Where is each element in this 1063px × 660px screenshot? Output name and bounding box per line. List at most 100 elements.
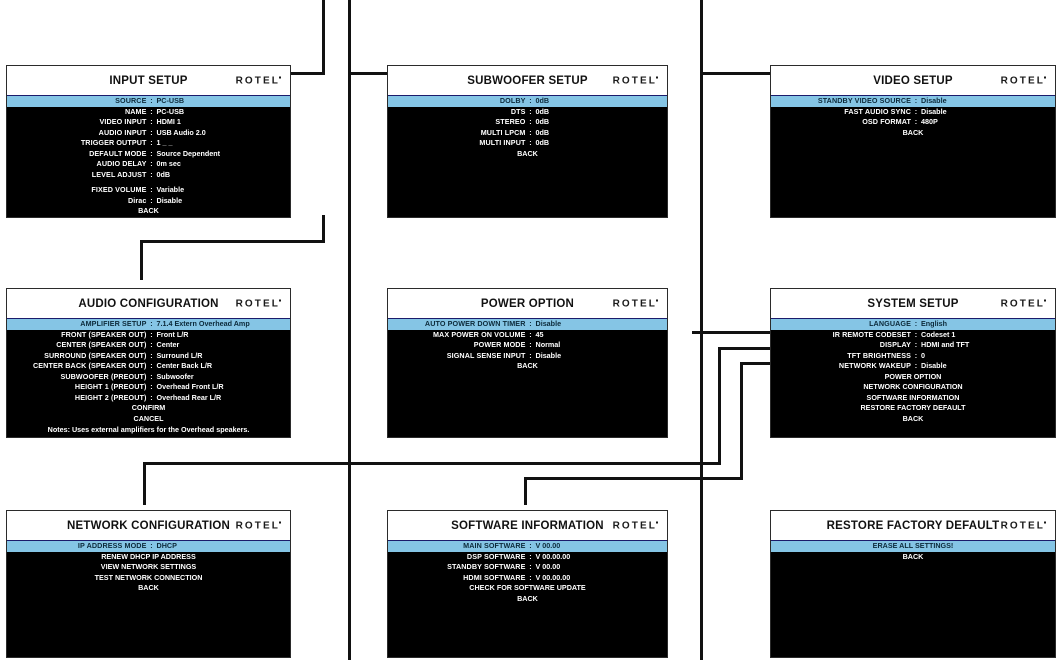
menu-item-setting[interactable]: LEVEL ADJUST:0dB (7, 170, 290, 181)
menu-item-action[interactable]: CONFIRM (7, 403, 290, 414)
menu-item-label: MAIN SOFTWARE (463, 541, 526, 550)
menu-item-setting[interactable]: FAST AUDIO SYNC:Disable (771, 107, 1055, 118)
menu-item-action[interactable]: BACK (771, 552, 1055, 563)
menu-item-setting[interactable]: DEFAULT MODE:Source Dependent (7, 149, 290, 160)
menu-item-setting[interactable]: HDMI SOFTWARE:V 00.00.00 (388, 573, 667, 584)
menu-item-label: NETWORK CONFIGURATION (863, 382, 963, 391)
menu-item-setting[interactable]: HEIGHT 2 (PREOUT):Overhead Rear L/R (7, 393, 290, 404)
menu-item-action[interactable]: BACK (771, 128, 1055, 139)
menu-item-label: RESTORE FACTORY DEFAULT (860, 403, 966, 412)
menu-item-label: FAST AUDIO SYNC (844, 106, 911, 116)
menu-item-value: 45 (535, 329, 544, 339)
menu-item-value: English (921, 319, 947, 328)
menu-item-action[interactable]: NETWORK CONFIGURATION (771, 382, 1055, 393)
menu-item-setting[interactable]: MULTI LPCM:0dB (388, 128, 667, 139)
menu-item-setting[interactable]: IP ADDRESS MODE:DHCP (7, 541, 290, 552)
menu-item-value: USB Audio 2.0 (156, 127, 206, 137)
menu-item-separator: : (529, 106, 532, 116)
menu-item-setting[interactable]: MAX POWER ON VOLUME:45 (388, 330, 667, 341)
menu-item-setting[interactable]: POWER MODE:Normal (388, 340, 667, 351)
menu-item-setting[interactable]: TFT BRIGHTNESS:0 (771, 351, 1055, 362)
menu-item-separator: : (914, 329, 918, 339)
menu-item-setting[interactable]: FRONT (SPEAKER OUT):Front L/R (7, 330, 290, 341)
menu-item-setting[interactable]: Dirac:Disable (7, 196, 290, 207)
menu-item-label: BACK (517, 361, 538, 370)
menu-item-separator: : (150, 117, 153, 126)
menu-item-action[interactable]: CHECK FOR SOFTWARE UPDATE (388, 583, 667, 594)
menu-item-action[interactable]: TEST NETWORK CONNECTION (7, 573, 290, 584)
menu-item-separator: : (914, 96, 918, 105)
menu-item-setting[interactable]: SURROUND (SPEAKER OUT):Surround L/R (7, 351, 290, 362)
menu-item-setting[interactable]: MULTI INPUT:0dB (388, 138, 667, 149)
menu-item-action[interactable]: BACK (388, 149, 667, 160)
panel-body: ERASE ALL SETTINGS!BACK (771, 541, 1055, 657)
menu-item-action[interactable]: ERASE ALL SETTINGS! (771, 541, 1055, 552)
menu-item-separator: : (150, 127, 153, 137)
menu-item-action[interactable]: BACK (771, 414, 1055, 425)
menu-item-separator: : (150, 361, 153, 370)
menu-item-setting[interactable]: DSP SOFTWARE:V 00.00.00 (388, 552, 667, 563)
menu-item-setting[interactable]: AUDIO DELAY:0m sec (7, 159, 290, 170)
menu-item-setting[interactable]: TRIGGER OUTPUT:1 _ _ (7, 138, 290, 149)
menu-item-setting[interactable]: CENTER BACK (SPEAKER OUT):Center Back L/… (7, 361, 290, 372)
menu-item-setting[interactable]: STANDBY SOFTWARE:V 00.00 (388, 562, 667, 573)
menu-item-separator: : (150, 541, 153, 550)
menu-item-setting[interactable]: STANDBY VIDEO SOURCE:Disable (771, 96, 1055, 107)
menu-item-action[interactable]: BACK (7, 206, 290, 217)
menu-item-value: PC-USB (156, 106, 185, 116)
menu-item-action[interactable]: BACK (388, 594, 667, 605)
connector-line (524, 477, 527, 505)
menu-item-setting[interactable]: SOURCE:PC-USB (7, 96, 290, 107)
menu-item-action[interactable]: RENEW DHCP IP ADDRESS (7, 552, 290, 563)
menu-item-action[interactable]: BACK (7, 583, 290, 594)
menu-item-setting[interactable]: AUTO POWER DOWN TIMER:Disable (388, 319, 667, 330)
menu-item-separator: : (529, 96, 532, 105)
menu-item-setting[interactable]: DOLBY:0dB (388, 96, 667, 107)
menu-item-action[interactable]: SOFTWARE INFORMATION (771, 393, 1055, 404)
menu-item-setting[interactable]: SIGNAL SENSE INPUT:Disable (388, 351, 667, 362)
menu-item-setting[interactable]: AUDIO INPUT:USB Audio 2.0 (7, 128, 290, 139)
menu-item-value: Disable (535, 350, 562, 360)
connector-line (692, 331, 776, 334)
menu-item-separator: : (150, 148, 153, 158)
panel-title: SYSTEM SETUP (867, 297, 959, 310)
menu-item-label: FRONT (SPEAKER OUT) (61, 329, 147, 339)
menu-item-label: IR REMOTE CODESET (832, 329, 911, 339)
menu-item-label: MULTI INPUT (479, 138, 526, 147)
rotel-logo: ROTEL (1000, 75, 1045, 86)
menu-item-value: Disable (535, 319, 562, 328)
menu-item-setting[interactable]: MAIN SOFTWARE:V 00.00 (388, 541, 667, 552)
menu-item-setting[interactable]: NETWORK WAKEUP:Disable (771, 361, 1055, 372)
menu-item-action[interactable]: BACK (388, 361, 667, 372)
menu-item-setting[interactable]: VIDEO INPUT:HDMI 1 (7, 117, 290, 128)
menu-item-setting[interactable]: CENTER (SPEAKER OUT):Center (7, 340, 290, 351)
menu-item-action[interactable]: VIEW NETWORK SETTINGS (7, 562, 290, 573)
menu-item-setting[interactable]: STEREO:0dB (388, 117, 667, 128)
menu-item-action[interactable]: RESTORE FACTORY DEFAULT (771, 403, 1055, 414)
rotel-logo: ROTEL (612, 520, 657, 531)
menu-item-label: CONFIRM (131, 403, 166, 412)
menu-item-setting[interactable]: DTS:0dB (388, 107, 667, 118)
menu-item-separator: : (150, 138, 153, 147)
menu-item-setting[interactable]: FIXED VOLUME:Variable (7, 185, 290, 196)
menu-item-action[interactable]: POWER OPTION (771, 372, 1055, 383)
menu-item-setting[interactable]: SUBWOOFER (PREOUT):Subwoofer (7, 372, 290, 383)
menu-item-label: SUBWOOFER (PREOUT) (60, 371, 147, 381)
menu-item-setting[interactable]: OSD FORMAT:480P (771, 117, 1055, 128)
menu-item-setting[interactable]: HEIGHT 1 (PREOUT):Overhead Front L/R (7, 382, 290, 393)
menu-item-action[interactable]: CANCEL (7, 414, 290, 425)
menu-item-setting[interactable]: DISPLAY:HDMI and TFT (771, 340, 1055, 351)
menu-item-setting[interactable]: IR REMOTE CODESET:Codeset 1 (771, 330, 1055, 341)
menu-item-setting[interactable]: AMPLIFIER SETUP:7.1.4 Extern Overhead Am… (7, 319, 290, 330)
menu-item-setting[interactable]: NAME:PC-USB (7, 107, 290, 118)
menu-item-setting[interactable]: LANGUAGE:English (771, 319, 1055, 330)
menu-item-separator: : (529, 340, 532, 349)
